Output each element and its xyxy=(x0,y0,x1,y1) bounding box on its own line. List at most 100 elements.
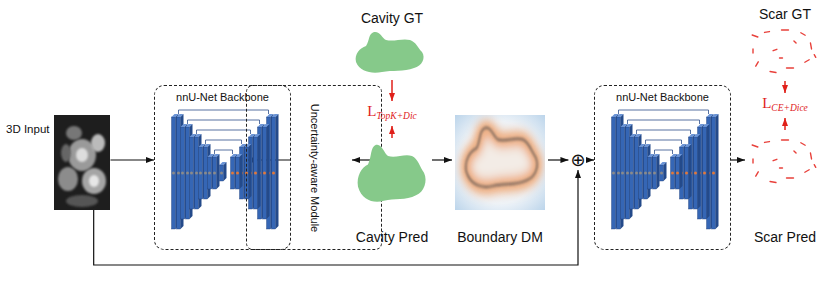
prediction-mask: Cavity Pred xyxy=(352,140,432,246)
skip-connection xyxy=(206,140,242,144)
feature-slab xyxy=(671,157,675,189)
sum-symbol-glyph: ⊕ xyxy=(570,150,585,170)
box-title: Uncertainty-aware Module xyxy=(307,103,320,231)
feature-dot xyxy=(685,172,688,175)
scar-fragment xyxy=(782,139,789,140)
loss-label: LCE+Dice xyxy=(762,95,808,114)
skip-connection xyxy=(646,140,682,144)
scar-fragment xyxy=(773,49,777,50)
feature-slab xyxy=(186,127,190,219)
illustration xyxy=(745,132,825,246)
illustration xyxy=(155,86,292,251)
feature-slab-side xyxy=(716,114,719,229)
feature-slab-side xyxy=(240,154,243,189)
feature-slab-side xyxy=(630,124,633,219)
feature-dot xyxy=(208,172,211,175)
anatomy-shape xyxy=(82,168,106,194)
skip-connection xyxy=(197,130,251,134)
illustration-group xyxy=(612,110,719,229)
loss-label: LTopK+Dic xyxy=(367,103,417,122)
feature-dot xyxy=(220,172,223,175)
sum-symbol: ⊕ xyxy=(568,150,587,170)
illustration xyxy=(54,115,110,210)
scar-fragment xyxy=(752,35,758,37)
connector-arrow xyxy=(731,159,745,160)
boundary-line xyxy=(466,128,537,187)
cavity-mask xyxy=(356,32,424,73)
scar-fragment xyxy=(814,55,816,58)
feature-dot xyxy=(660,172,663,175)
feature-slab xyxy=(676,157,680,189)
scar-fragment xyxy=(787,177,794,178)
anatomy-shape xyxy=(61,144,71,162)
anatomy-shape xyxy=(66,195,98,207)
skip-connection xyxy=(188,120,260,124)
feature-slab-side xyxy=(208,144,211,199)
scar-fragment xyxy=(752,159,753,163)
feature-slab xyxy=(635,137,639,209)
feature-slab xyxy=(689,137,693,209)
feature-slab-side xyxy=(664,162,667,181)
illustration-group xyxy=(752,140,816,183)
mask-label: Cavity GT xyxy=(350,10,434,27)
scar-fragment xyxy=(801,33,805,36)
mask-label: Scar Pred xyxy=(754,229,816,246)
feature-slab xyxy=(639,147,643,199)
feature-slab xyxy=(685,147,689,199)
cavity-mask xyxy=(358,145,426,202)
feature-slab xyxy=(254,137,258,209)
loss-symbol: L xyxy=(367,103,376,119)
feature-slab-side xyxy=(621,114,624,229)
feature-slab xyxy=(204,147,208,199)
anatomy-shape xyxy=(76,148,88,162)
loss-arrow xyxy=(391,126,393,138)
feature-dot xyxy=(694,172,697,175)
feature-slab-side xyxy=(190,124,193,219)
mask-label: Cavity Pred xyxy=(356,229,428,246)
feature-dot xyxy=(653,172,656,175)
feature-slab xyxy=(272,117,276,229)
feature-slab xyxy=(698,127,702,219)
feature-slab xyxy=(181,127,185,219)
feature-slab xyxy=(236,157,240,189)
feature-slab-side xyxy=(249,144,252,199)
skip-connection xyxy=(637,130,691,134)
feature-slab xyxy=(263,127,267,219)
feature-slab-side xyxy=(707,124,710,219)
feature-dot xyxy=(254,172,257,175)
feature-slab xyxy=(249,137,253,209)
scar-fragment xyxy=(765,31,770,33)
feature-dot xyxy=(630,172,633,175)
feature-dot xyxy=(621,172,624,175)
feature-slab xyxy=(648,157,652,189)
feature-dot xyxy=(644,172,647,175)
scan-background xyxy=(54,115,110,210)
boundary-glow xyxy=(466,128,537,187)
feature-slab-side xyxy=(648,144,651,199)
scar-fragment xyxy=(810,153,811,159)
feature-slab xyxy=(621,127,625,219)
feature-slab-side xyxy=(689,144,692,199)
anatomy-shape xyxy=(66,126,82,140)
module-box: Uncertainty-aware Module xyxy=(246,85,382,250)
feature-slab xyxy=(630,137,634,209)
feature-slab xyxy=(712,117,716,229)
feature-slab xyxy=(617,117,621,229)
feature-dot xyxy=(204,172,207,175)
skip-connection xyxy=(619,110,709,114)
illustration-group xyxy=(172,110,279,229)
skip-connection xyxy=(179,110,269,114)
scar-fragment xyxy=(805,170,809,173)
feature-slab-side xyxy=(267,124,270,219)
feature-dot xyxy=(272,172,275,175)
image-label: 3D Input xyxy=(6,123,49,137)
scar-fragment xyxy=(765,141,770,143)
feature-slab xyxy=(267,117,271,229)
feature-slab xyxy=(707,117,711,229)
scar-fragment xyxy=(794,151,796,153)
scar-fragment xyxy=(794,41,796,43)
illustration-group xyxy=(54,115,110,210)
feature-slab-side xyxy=(276,114,279,229)
feature-dot xyxy=(703,172,706,175)
